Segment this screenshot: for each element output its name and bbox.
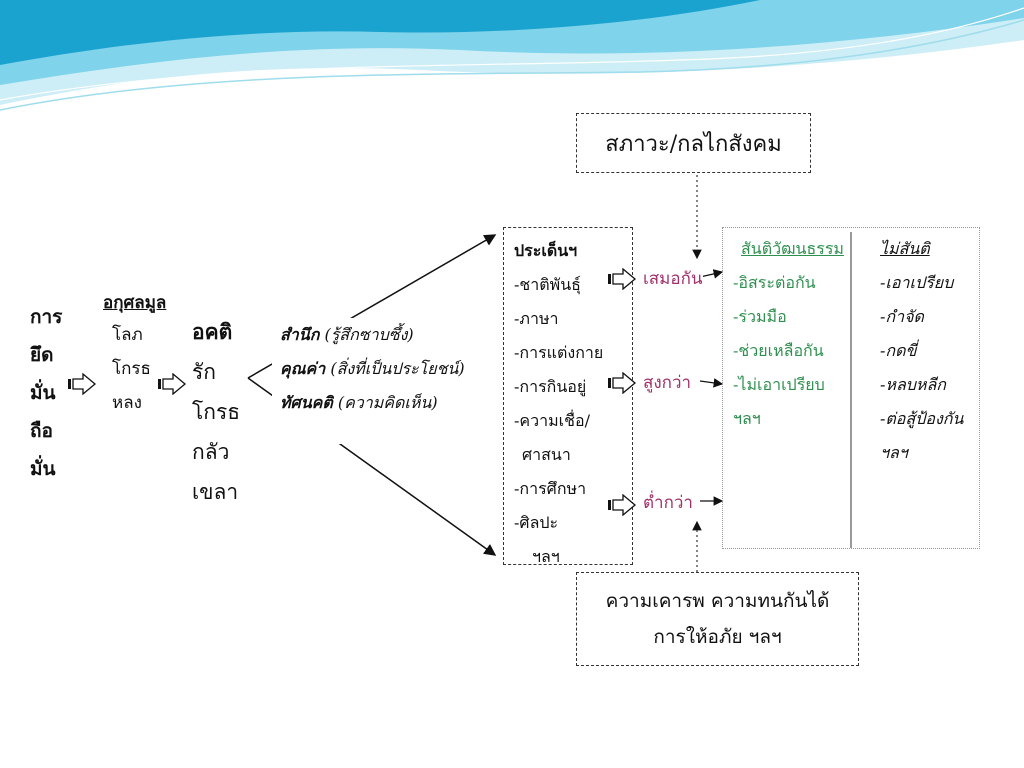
- social-mechanism-label: สภาวะ/กลไกสังคม: [605, 131, 782, 157]
- issues-title: ประเด็นฯ: [514, 241, 578, 260]
- nonpeace-item: -ต่อสู้ป้องกัน: [880, 409, 964, 428]
- nonpeace-item: -กำจัด: [880, 307, 924, 326]
- peace-item: -อิสระต่อกัน: [733, 273, 816, 292]
- relation-higher: สูงกว่า: [643, 373, 692, 393]
- peace-item: -ร่วมมือ: [733, 307, 787, 326]
- agati-item: โกรธ: [192, 400, 241, 424]
- peace-item: -ไม่เอาเปรียบ: [733, 375, 825, 394]
- tolerance-line: การให้อภัย ฯลฯ: [653, 626, 782, 648]
- issues-item: -ชาติพันธุ์: [514, 275, 581, 294]
- issues-item: -ภาษา: [514, 309, 559, 328]
- header-wave-decoration: [0, 0, 1024, 111]
- peace-column: สันติวัฒนธรรม -อิสระต่อกัน -ร่วมมือ -ช่ว…: [733, 232, 844, 436]
- nonpeace-column: ไม่สันติ -เอาเปรียบ -กำจัด -กดขี่ -หลบหล…: [880, 232, 963, 470]
- agati-column: อคติ รัก โกรธ กลัว เขลา: [192, 312, 252, 512]
- awareness-line: ทัศนคติ (ความคิดเห็น): [272, 386, 494, 420]
- akusala-title: อกุศลมูล: [103, 293, 167, 313]
- issues-item: -การกินอยู่: [514, 377, 587, 396]
- relation-lower: ต่ำกว่า: [643, 493, 693, 513]
- nonpeace-item: -กดขี่: [880, 341, 917, 360]
- awareness-line: สำนึก (รู้สึกซาบซึ้ง): [272, 318, 494, 352]
- tolerance-line: ความเคารพ ความทนกันได้: [605, 590, 830, 612]
- peace-item: ฯลฯ: [733, 409, 761, 428]
- akusala-box: อกุศลมูล โลภ โกรธ หลง: [100, 288, 176, 458]
- agati-item: รัก: [192, 360, 216, 384]
- awareness-note: (ความคิดเห็น): [337, 393, 438, 412]
- peace-item: -ช่วยเหลือกัน: [733, 341, 824, 360]
- left-stack-word: การ: [30, 306, 63, 328]
- block-arrow-icon: [68, 373, 96, 395]
- nonpeace-item: -เอาเปรียบ: [880, 273, 954, 292]
- issues-item: ศาสนา: [522, 445, 571, 464]
- issues-item: -การแต่งกาย: [514, 343, 604, 362]
- awareness-line: คุณค่า (สิ่งที่เป็นประโยชน์): [272, 352, 494, 386]
- tolerance-box: ความเคารพ ความทนกันได้ การให้อภัย ฯลฯ: [576, 572, 859, 666]
- akusala-item: โกรธ: [112, 359, 151, 379]
- block-arrow-icon: [608, 494, 636, 516]
- left-stack-word: มั่น: [30, 382, 56, 404]
- left-stack: การ ยึด มั่น ถือ มั่น: [30, 298, 70, 488]
- block-arrow-icon: [158, 373, 186, 395]
- akusala-item: หลง: [112, 393, 142, 413]
- issues-item: -ความเชื่อ/: [514, 411, 590, 430]
- issues-box: ประเด็นฯ -ชาติพันธุ์ -ภาษา -การแต่งกาย -…: [503, 227, 633, 566]
- awareness-label: ทัศนคติ: [280, 393, 333, 412]
- nonpeace-item: ฯลฯ: [880, 443, 908, 462]
- agati-title: อคติ: [192, 319, 233, 344]
- left-stack-word: ถือ: [30, 420, 53, 442]
- awareness-box: สำนึก (รู้สึกซาบซึ้ง) คุณค่า (สิ่งที่เป็…: [272, 318, 494, 444]
- issues-item: -การศึกษา: [514, 479, 587, 498]
- social-mechanism-box: สภาวะ/กลไกสังคม: [576, 113, 811, 173]
- issues-item: -ศิลปะ: [514, 513, 559, 532]
- nonpeace-item: -หลบหลีก: [880, 375, 946, 394]
- peace-title: สันติวัฒนธรรม: [741, 239, 844, 258]
- left-stack-word: ยึด: [30, 344, 54, 366]
- agati-item: กลัว: [192, 440, 230, 464]
- left-stack-word: มั่น: [30, 458, 56, 480]
- culture-box: [722, 227, 980, 549]
- akusala-item: โลภ: [112, 325, 143, 345]
- awareness-label: คุณค่า: [280, 359, 326, 378]
- issues-item: ฯลฯ: [532, 547, 560, 566]
- relation-equal: เสมอกัน: [643, 266, 703, 292]
- block-arrow-icon: [608, 268, 636, 290]
- awareness-label: สำนึก: [280, 325, 320, 344]
- awareness-note: (รู้สึกซาบซึ้ง): [324, 325, 414, 344]
- agati-item: เขลา: [192, 480, 239, 504]
- awareness-note: (สิ่งที่เป็นประโยชน์): [330, 359, 465, 378]
- nonpeace-title: ไม่สันติ: [880, 239, 930, 258]
- block-arrow-icon: [608, 372, 636, 394]
